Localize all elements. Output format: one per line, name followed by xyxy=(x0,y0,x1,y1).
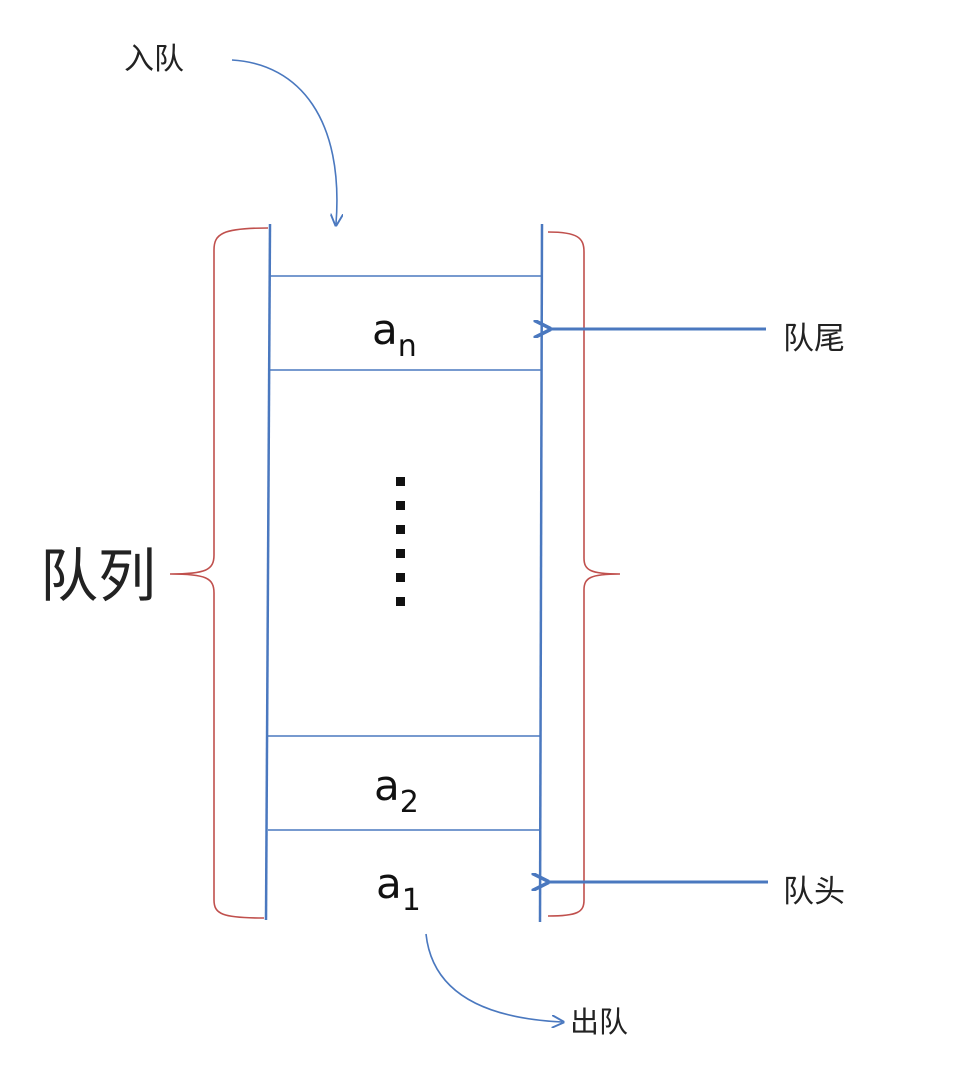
cell-a1: a1 xyxy=(376,859,421,918)
enqueue-arrow xyxy=(231,59,337,224)
cell-an: an xyxy=(372,305,417,364)
left-brace xyxy=(169,227,269,919)
cell-a2: a2 xyxy=(374,761,419,820)
front-label: 队头 xyxy=(783,874,845,910)
cell-a1-base: a xyxy=(376,859,402,908)
dequeue-arrow xyxy=(425,933,562,1022)
queue-left-wall xyxy=(264,223,272,921)
cell-an-sub: n xyxy=(398,329,417,364)
dequeue-label: 出队 xyxy=(570,1005,628,1039)
rear-label: 队尾 xyxy=(783,321,845,357)
queue-label: 队列 xyxy=(40,542,156,610)
cell-an-base: a xyxy=(372,305,398,354)
enqueue-label: 入队 xyxy=(124,42,184,77)
cell-a2-sub: 2 xyxy=(400,785,419,820)
cell-a2-base: a xyxy=(374,761,400,810)
right-brace xyxy=(547,231,621,917)
ellipsis-dots xyxy=(396,477,405,606)
cell-a1-sub: 1 xyxy=(402,883,421,918)
queue-right-wall xyxy=(538,223,544,923)
